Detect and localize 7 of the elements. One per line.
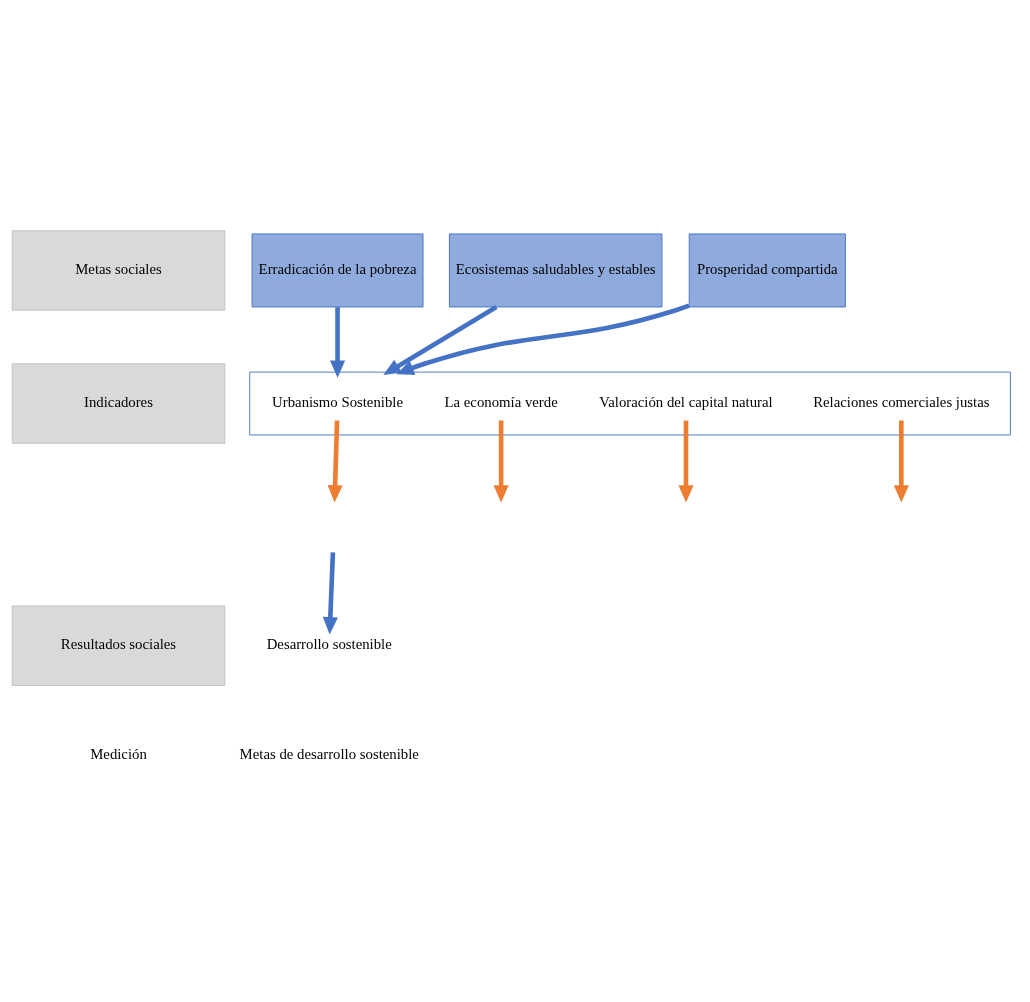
label: Medición <box>90 745 147 762</box>
node-text: Urbanismo Sostenible <box>272 393 403 410</box>
node-text: La economía verde <box>444 393 558 410</box>
node-text: Relaciones comerciales justas <box>813 393 990 410</box>
node-text: Valoración del capital natural <box>599 393 773 410</box>
node-text: Desarrollo sostenible <box>266 635 392 652</box>
label: Metas de desarrollo sostenible <box>239 745 419 762</box>
